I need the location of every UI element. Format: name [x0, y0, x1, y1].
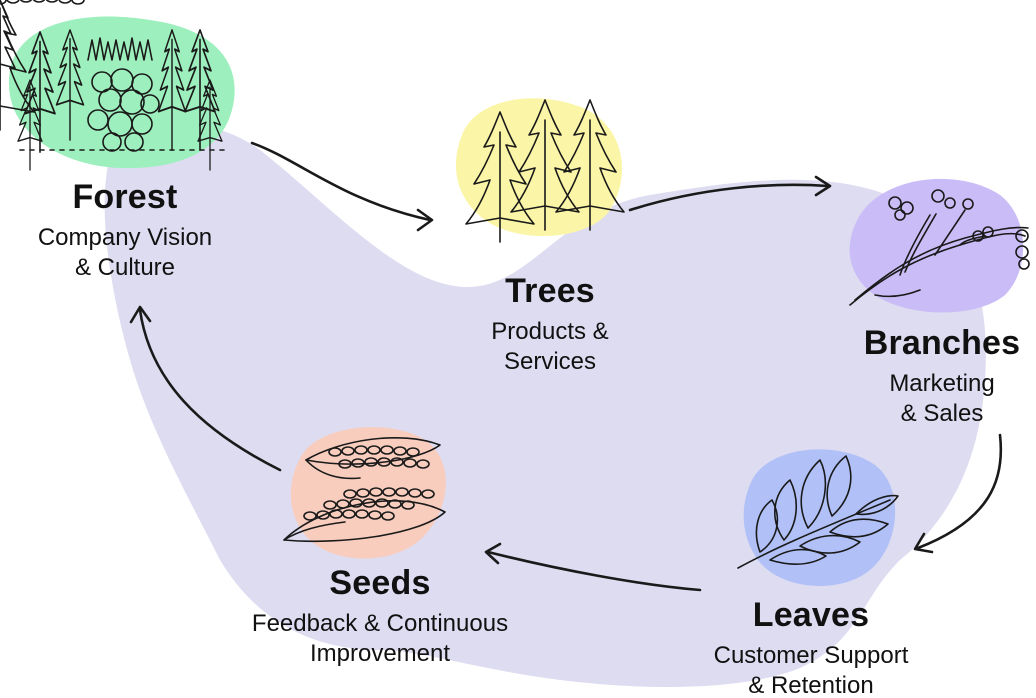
forest-icon: [0, 0, 231, 171]
seeds-label: Seeds Feedback & Continuous Improvement: [220, 562, 540, 669]
leaves-title: Leaves: [752, 596, 870, 634]
branches-subtitle-line-2: & Sales: [900, 399, 984, 427]
arrow-leaves-to-seeds: [484, 542, 702, 592]
arrow-branches-to-leaves: [913, 433, 1003, 554]
seeds-subtitle-line-2: Improvement: [309, 639, 451, 667]
seeds-icon: [0, 0, 446, 543]
branches-subtitle-line-1: Marketing: [889, 369, 995, 397]
trees-title: Trees: [505, 272, 595, 310]
forest-subtitle-line-2: & Culture: [74, 253, 176, 281]
forest-subtitle-line-1: Company Vision: [37, 223, 213, 251]
trees-subtitle-line-1: Products &: [491, 317, 609, 345]
seeds-subtitle-line-1: Feedback & Continuous: [251, 609, 509, 637]
arrow-seeds-to-forest: [129, 305, 282, 472]
leaves-label: Leaves Customer Support & Retention: [680, 594, 942, 698]
seeds-title: Seeds: [329, 564, 431, 602]
branches-title: Branches: [863, 324, 1021, 362]
branches-blob: [849, 178, 1024, 313]
branches-icon: [849, 189, 1030, 306]
flow-arrows: [129, 141, 1003, 592]
leaves-icon: [737, 455, 899, 569]
trees-label: Trees Products & Services: [440, 270, 660, 377]
leaves-blob: [743, 449, 896, 587]
branches-label: Branches Marketing & Sales: [846, 322, 1036, 429]
trees-subtitle-line-2: Services: [503, 347, 597, 375]
arrow-trees-to-branches: [628, 175, 832, 212]
forest-title: Forest: [72, 178, 178, 216]
leaves-subtitle-line-2: & Retention: [748, 671, 874, 698]
arrow-forest-to-trees: [250, 141, 434, 232]
leaves-subtitle-line-1: Customer Support: [713, 641, 909, 669]
forest-label: Forest Company Vision & Culture: [10, 176, 240, 283]
trees-icon: [0, 0, 625, 243]
trees-blob: [455, 98, 623, 237]
